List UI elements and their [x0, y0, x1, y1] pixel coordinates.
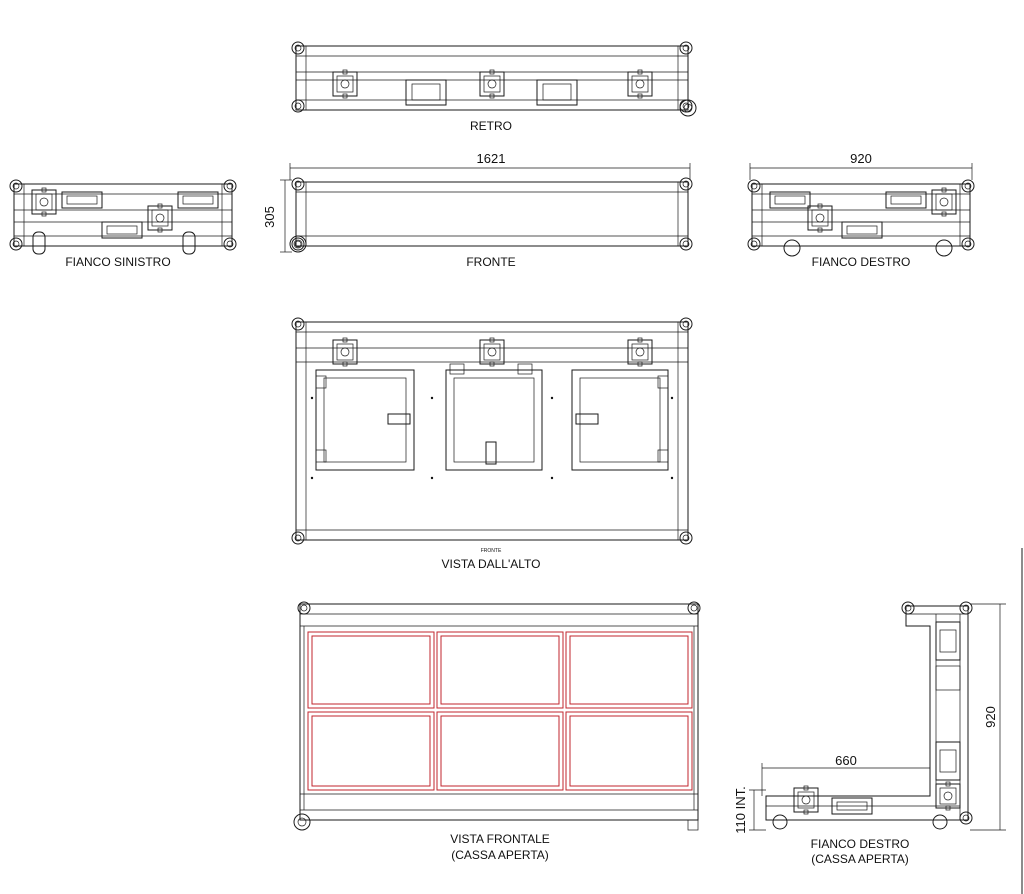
- dimension-open-height: 920: [983, 706, 998, 728]
- dimension-open-depth: 660: [835, 753, 857, 768]
- vista-frontale-view: VISTA FRONTALE (CASSA APERTA): [293, 601, 701, 862]
- label-retro: RETRO: [470, 119, 512, 133]
- label-fianco-sinistro: FIANCO SINISTRO: [65, 255, 170, 269]
- vista-dall-alto-view: FRONTE VISTA DALL'ALTO: [291, 317, 693, 571]
- fronte-view: 1621 305 FRONTE: [262, 151, 693, 269]
- label-fianco-destro-aperta-2: (CASSA APERTA): [811, 852, 909, 866]
- screen-panels: [307, 631, 693, 791]
- label-vista-dall-alto: VISTA DALL'ALTO: [442, 557, 541, 571]
- fianco-destro-aperta-view: 660 920 110 INT. FIANCO DESTRO (CASSA AP…: [733, 601, 1006, 866]
- dimension-width: 1621: [477, 151, 506, 166]
- dimension-depth: 920: [850, 151, 872, 166]
- label-vista-frontale-2: (CASSA APERTA): [451, 848, 549, 862]
- label-vista-frontale-1: VISTA FRONTALE: [450, 832, 550, 846]
- label-fronte: FRONTE: [466, 255, 515, 269]
- retro-view: RETRO: [291, 41, 697, 133]
- label-fianco-destro-aperta-1: FIANCO DESTRO: [811, 837, 910, 851]
- dimension-inner-height: 110 INT.: [733, 786, 748, 833]
- label-fronte-small: FRONTE: [481, 548, 502, 554]
- label-fianco-destro: FIANCO DESTRO: [812, 255, 911, 269]
- fianco-sinistro-view: FIANCO SINISTRO: [9, 179, 237, 269]
- fianco-destro-view: 920 FIANCO DESTRO: [747, 151, 975, 269]
- dimension-height: 305: [262, 206, 277, 228]
